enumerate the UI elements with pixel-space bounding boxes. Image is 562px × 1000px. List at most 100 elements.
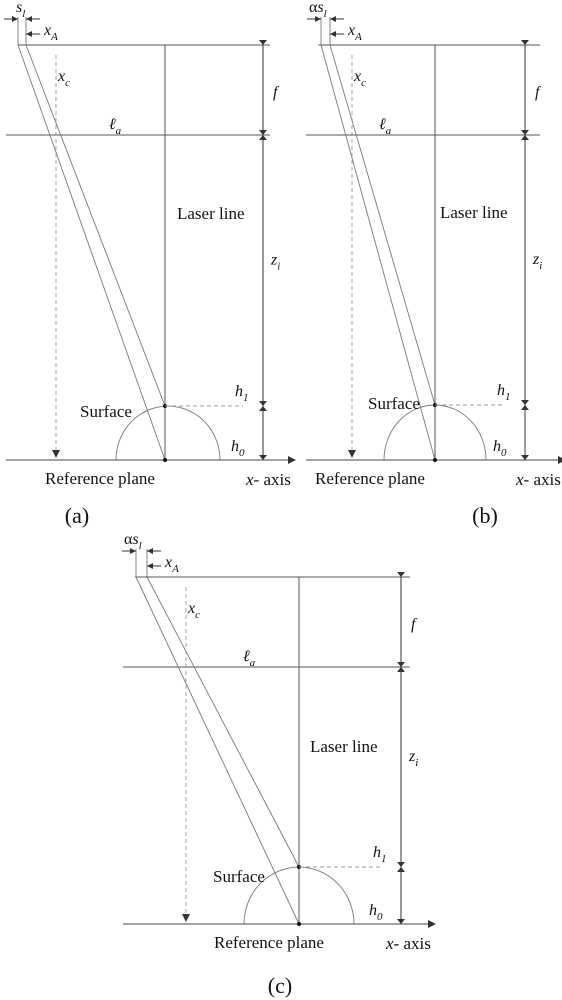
label-xc-sub: c: [195, 609, 200, 621]
label-s-sub: l: [139, 540, 142, 552]
s-arrowhead-right: [147, 548, 153, 554]
label-la: ℓa: [243, 648, 256, 669]
label-f-main: f: [273, 84, 280, 101]
label-s: αsl: [124, 531, 142, 552]
label-la: ℓa: [109, 116, 122, 137]
label-h1-sub: 1: [505, 391, 511, 403]
label-h0-main: h: [231, 438, 239, 455]
label-xA-main: x: [347, 22, 355, 39]
label-laser-line: Laser line: [440, 203, 508, 222]
label-laser-line-main: Laser line: [440, 203, 508, 222]
label-zi-sub: i: [277, 261, 280, 273]
label-x-axis-var: x: [245, 470, 254, 489]
label-h1-main: h: [235, 383, 243, 400]
label-x-axis-text: - axis: [394, 934, 431, 953]
label-f-main: f: [411, 616, 418, 633]
panel-caption: (c): [268, 973, 292, 998]
dimension-tick-2-up: [397, 867, 405, 872]
dimension-tick-0-down: [259, 40, 267, 45]
dimension-tick-3-down: [521, 455, 529, 460]
label-h0-sub: 0: [377, 911, 383, 923]
label-laser-line-main: Laser line: [310, 737, 378, 756]
label-xc: xc: [187, 600, 200, 621]
ray-to-surface: [329, 44, 436, 406]
dimension-tick-1-up: [397, 667, 405, 672]
label-s-main: s: [317, 0, 323, 16]
label-h0-main: h: [493, 438, 501, 455]
label-h0: h0: [369, 902, 383, 923]
panel-caption: (a): [65, 503, 89, 528]
label-h1: h1: [497, 382, 511, 403]
dimension-tick-1-up: [259, 135, 267, 140]
label-xc-main: x: [353, 68, 361, 85]
label-f: f: [411, 616, 418, 633]
label-reference-plane: Reference plane: [45, 469, 155, 488]
x-axis-arrowhead: [288, 456, 296, 464]
label-x-axis: x- axis: [385, 934, 431, 953]
dimension-tick-2-up: [521, 405, 529, 410]
dimension-tick-1-up: [521, 135, 529, 140]
label-h0: h0: [493, 438, 507, 459]
xA-arrowhead: [147, 563, 153, 569]
label-h0-sub: 0: [239, 447, 245, 459]
label-xc-main: x: [57, 68, 65, 85]
label-h1-sub: 1: [381, 853, 387, 865]
label-reference-plane: Reference plane: [214, 933, 324, 952]
dimension-tick-1-down: [521, 130, 529, 135]
label-h1: h1: [235, 383, 249, 404]
ray-to-surface: [25, 44, 166, 407]
dimension-tick-2-down: [259, 401, 267, 406]
label-xc-sub: c: [361, 77, 366, 89]
label-s-main: s: [132, 531, 138, 548]
ray-to-reference: [135, 576, 300, 925]
label-la-sub: a: [116, 125, 122, 137]
label-zi-main: z: [532, 251, 540, 268]
panel-caption: (b): [472, 503, 498, 528]
label-reference-plane-main: Reference plane: [214, 933, 324, 952]
s-arrowhead-left: [12, 16, 18, 22]
label-zi-sub: i: [415, 757, 418, 769]
label-x-axis: x- axis: [515, 470, 561, 489]
label-x-axis-text: - axis: [254, 470, 291, 489]
label-zi-sub: i: [539, 260, 542, 272]
label-h0-sub: 0: [501, 447, 507, 459]
label-surface: Surface: [80, 402, 132, 421]
label-zi: zi: [270, 252, 280, 273]
label-xA: xA: [43, 22, 58, 43]
label-f: f: [535, 84, 542, 101]
dimension-tick-1-down: [259, 130, 267, 135]
label-x-axis-var: x: [515, 470, 524, 489]
label-surface: Surface: [213, 867, 265, 886]
reference-point-dot: [433, 458, 437, 462]
x-axis-arrowhead: [558, 456, 562, 464]
label-laser-line: Laser line: [310, 737, 378, 756]
label-zi-main: z: [270, 252, 278, 269]
label-xc: xc: [57, 68, 70, 89]
label-la-sub: a: [250, 657, 256, 669]
label-la-main: ℓ: [109, 116, 116, 133]
label-xA-sub: A: [354, 31, 362, 43]
dimension-tick-2-up: [259, 406, 267, 411]
dimension-tick-2-down: [521, 400, 529, 405]
label-la: ℓa: [379, 116, 392, 137]
label-zi-main: z: [408, 748, 416, 765]
xA-arrowhead: [26, 31, 32, 37]
ray-to-reference: [17, 44, 166, 461]
label-laser-line: Laser line: [177, 204, 245, 223]
label-f-main: f: [535, 84, 542, 101]
label-s-main: s: [16, 0, 22, 16]
label-xc: xc: [353, 68, 366, 89]
label-h0-main: h: [369, 902, 377, 919]
label-xc-main: x: [187, 600, 195, 617]
xc-arrowhead: [182, 914, 190, 922]
s-arrowhead-left: [315, 16, 321, 22]
xc-arrowhead: [348, 450, 356, 458]
s-arrowhead-left: [130, 548, 136, 554]
dimension-tick-3-down: [397, 919, 405, 924]
s-arrowhead-right: [330, 16, 336, 22]
x-axis-arrowhead: [428, 920, 436, 928]
label-la-main: ℓ: [379, 116, 386, 133]
